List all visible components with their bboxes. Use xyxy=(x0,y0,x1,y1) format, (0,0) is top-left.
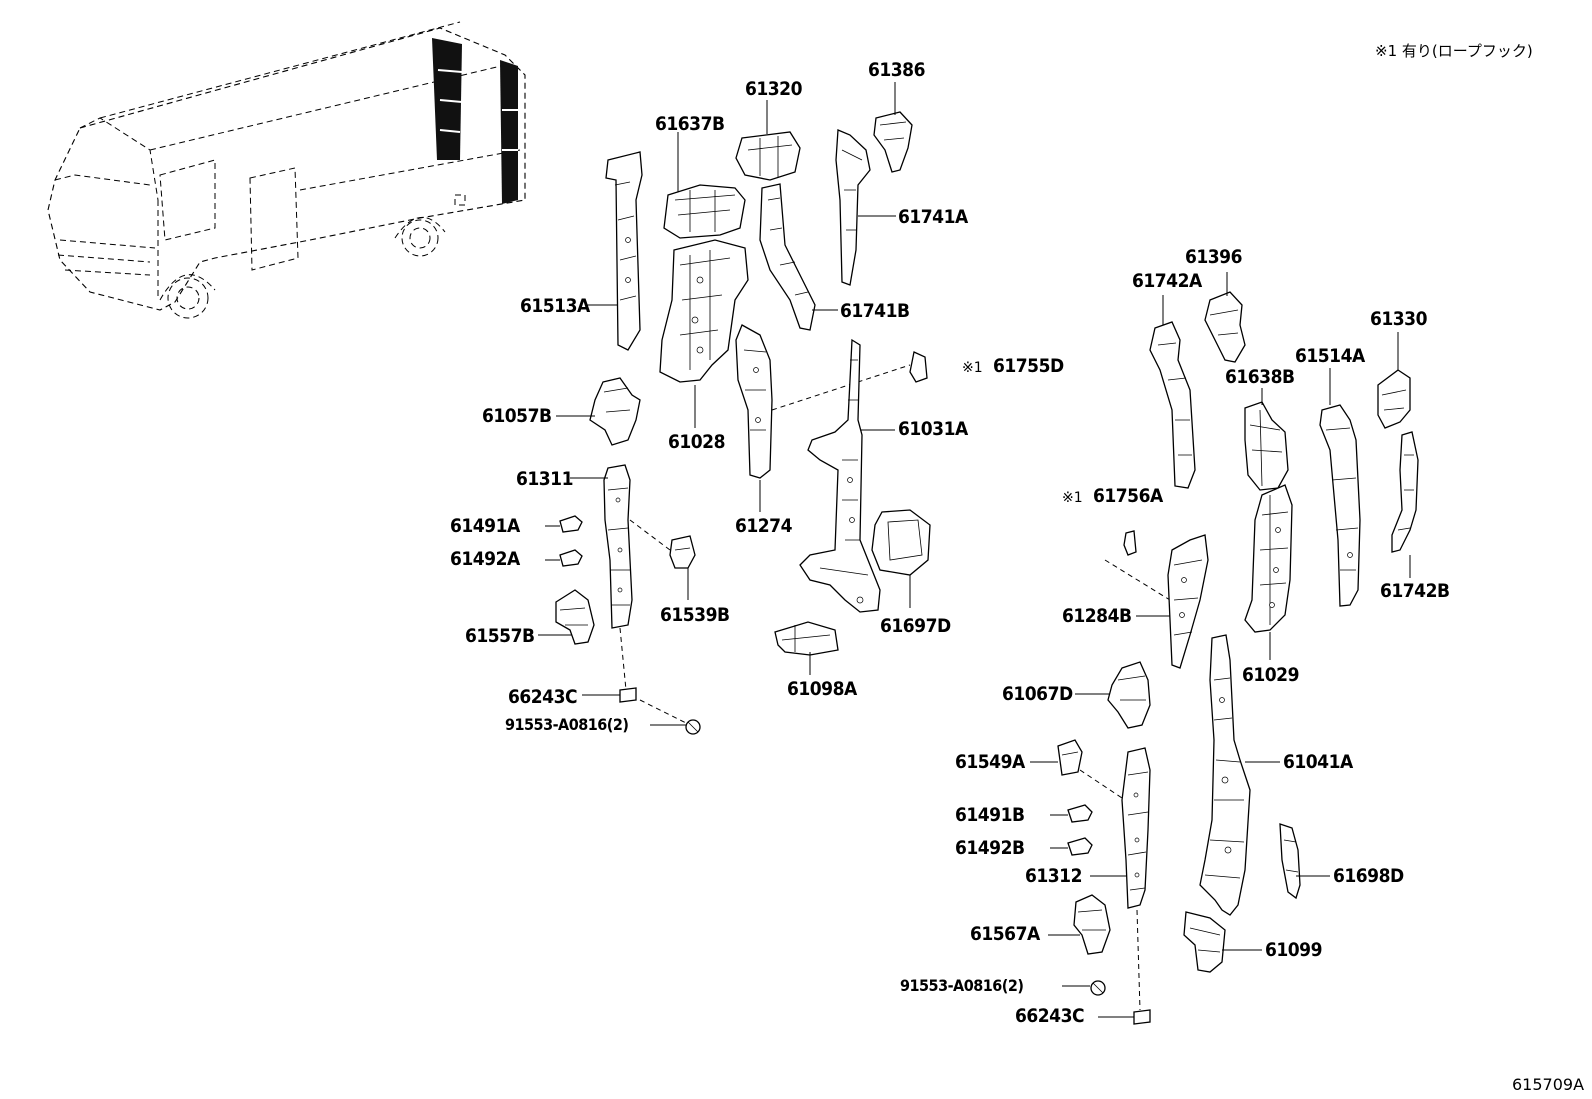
label-61491A: 61491A xyxy=(450,515,520,537)
label-61320: 61320 xyxy=(745,78,802,100)
part-61742B-shape xyxy=(1391,431,1419,553)
label-61098A: 61098A xyxy=(787,678,857,700)
label-61031A: 61031A xyxy=(898,418,968,440)
part-61549A-shape xyxy=(1057,739,1083,776)
part-61539B-shape xyxy=(669,535,696,569)
bus-illustration xyxy=(47,21,526,319)
label-61638B: 61638B xyxy=(1225,366,1295,388)
label-61549A: 61549A xyxy=(955,751,1025,773)
part-61492A-shape xyxy=(559,549,583,567)
part-61031A-shape xyxy=(799,338,881,613)
label-61386: 61386 xyxy=(868,59,925,81)
part-61742A-shape xyxy=(1149,321,1196,489)
label-61492A: 61492A xyxy=(450,548,520,570)
label-61330: 61330 xyxy=(1370,308,1427,330)
label-61067D: 61067D xyxy=(1002,683,1073,705)
label-61028: 61028 xyxy=(668,431,725,453)
part-61638B-shape xyxy=(1244,401,1289,491)
label-61492B: 61492B xyxy=(955,837,1025,859)
label-61756A: 61756A xyxy=(1093,485,1163,507)
part-61567A-shape xyxy=(1073,894,1111,955)
part-61311-shape xyxy=(603,464,633,629)
part-61057B-shape xyxy=(589,377,641,446)
part-61697D-shape xyxy=(871,509,931,576)
label-61637B: 61637B xyxy=(655,113,725,135)
label-66243C-left: 66243C xyxy=(508,686,578,708)
label-61567A: 61567A xyxy=(970,923,1040,945)
part-61028-shape xyxy=(659,239,749,383)
legend-note: ※1 有り(ロープフック) xyxy=(1375,42,1533,60)
label-61057B: 61057B xyxy=(482,405,552,427)
label-91553-right: 91553-A0816(2) xyxy=(900,976,1024,995)
part-61756A-shape xyxy=(1123,530,1137,556)
part-61386-shape xyxy=(873,111,913,173)
part-61741A-shape xyxy=(835,129,871,286)
part-61396-shape xyxy=(1204,291,1246,363)
part-61492B-shape xyxy=(1067,837,1093,856)
label-61697D: 61697D xyxy=(880,615,951,637)
diagram-id: 615709A xyxy=(1512,1075,1585,1094)
label-61742A: 61742A xyxy=(1132,270,1202,292)
part-61067D-shape xyxy=(1107,661,1151,729)
part-61274-shape xyxy=(735,324,773,479)
label-61557B: 61557B xyxy=(465,625,535,647)
label-61755D: 61755D xyxy=(993,355,1064,377)
part-61491B-shape xyxy=(1067,804,1093,823)
label-61741B: 61741B xyxy=(840,300,910,322)
label-66243C-right: 66243C xyxy=(1015,1005,1085,1027)
part-61557B-shape xyxy=(555,589,595,645)
part-61098A-shape xyxy=(774,621,839,656)
label-61311: 61311 xyxy=(516,468,573,490)
part-91553-left-shape xyxy=(685,719,701,735)
label-61491B: 61491B xyxy=(955,804,1025,826)
label-61539B: 61539B xyxy=(660,604,730,626)
part-61330-shape xyxy=(1377,369,1411,429)
label-91553-left: 91553-A0816(2) xyxy=(505,715,629,734)
part-61041A-shape xyxy=(1199,634,1251,916)
label-61099: 61099 xyxy=(1265,939,1322,961)
part-61514A-shape xyxy=(1319,404,1361,607)
part-66243C-right-shape xyxy=(1133,1009,1151,1025)
part-61284B-shape xyxy=(1167,534,1209,669)
part-61312-shape xyxy=(1121,747,1151,909)
label-61742B: 61742B xyxy=(1380,580,1450,602)
label-61514A: 61514A xyxy=(1295,345,1365,367)
callout-mark-61755D: ※1 xyxy=(962,360,983,376)
label-61741A: 61741A xyxy=(898,206,968,228)
label-61513A: 61513A xyxy=(520,295,590,317)
part-61698D-shape xyxy=(1279,823,1301,900)
label-61284B: 61284B xyxy=(1062,605,1132,627)
part-91553-right-shape xyxy=(1090,980,1106,996)
part-61029-shape xyxy=(1244,484,1293,633)
callout-mark-61756A: ※1 xyxy=(1062,490,1083,506)
label-61698D: 61698D xyxy=(1333,865,1404,887)
label-61041A: 61041A xyxy=(1283,751,1353,773)
part-61755D-shape xyxy=(909,351,928,383)
part-61320-shape xyxy=(735,131,801,181)
label-61029: 61029 xyxy=(1242,664,1299,686)
part-61099-shape xyxy=(1183,911,1226,973)
part-66243C-left-shape xyxy=(619,687,637,703)
part-61741B-shape xyxy=(759,183,816,331)
part-61637B-shape xyxy=(663,184,746,239)
part-61513A-shape xyxy=(605,151,643,351)
label-61312: 61312 xyxy=(1025,865,1082,887)
label-61396: 61396 xyxy=(1185,246,1242,268)
label-61274: 61274 xyxy=(735,515,792,537)
part-61491A-shape xyxy=(559,515,583,533)
